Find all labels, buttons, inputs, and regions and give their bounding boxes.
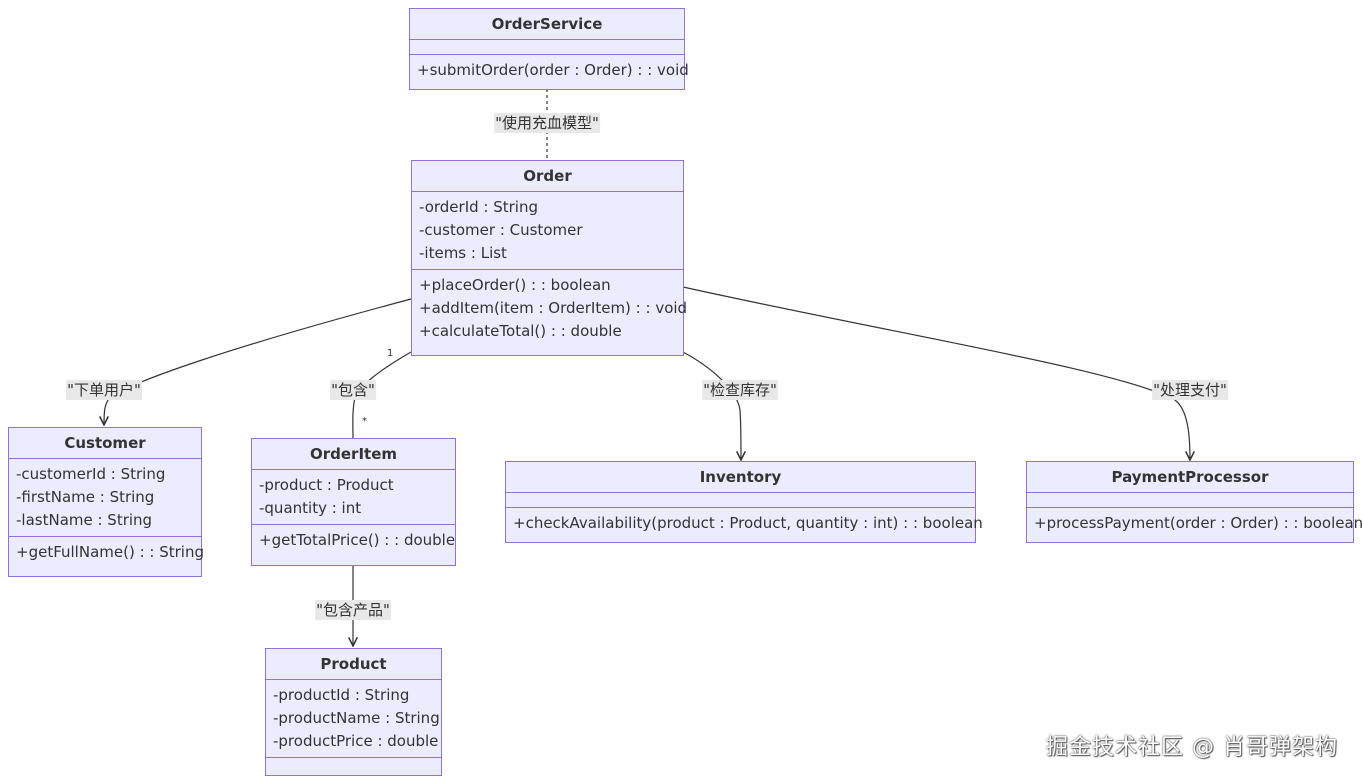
- method: +submitOrder(order : Order) : : void: [417, 61, 689, 79]
- attribute: -firstName : String: [16, 488, 155, 506]
- edge-process-payment: [682, 286, 1190, 460]
- method: +placeOrder() : : boolean: [419, 276, 611, 294]
- class-order-item[interactable]: OrderItem -product : Product -quantity :…: [251, 438, 456, 566]
- attribute: -orderId : String: [419, 198, 538, 216]
- class-name: Order: [523, 167, 572, 185]
- method: +getFullName() : : String: [16, 543, 204, 561]
- multiplicity-one: 1: [387, 348, 394, 359]
- attributes-section: -productId : String -productName : Strin…: [266, 679, 441, 757]
- methods-section: +submitOrder(order : Order) : : void: [410, 54, 689, 86]
- edge-check-inventory: [682, 351, 741, 460]
- attribute: -productName : String: [273, 709, 440, 727]
- attributes-section: [410, 39, 684, 54]
- class-name: OrderService: [491, 15, 603, 33]
- methods-section: +checkAvailability(product : Product, qu…: [506, 507, 983, 539]
- methods-section: +getFullName() : : String: [9, 536, 204, 568]
- attribute: -quantity : int: [259, 499, 362, 517]
- attributes-section: -product : Product -quantity : int: [252, 469, 455, 524]
- attributes-section: [1027, 492, 1353, 507]
- method: +calculateTotal() : : double: [419, 322, 622, 340]
- attributes-section: -customerId : String -firstName : String…: [9, 458, 201, 536]
- edge-label-uses: "使用充血模型": [494, 113, 600, 133]
- edge-places: [104, 298, 412, 425]
- class-name: OrderItem: [309, 445, 397, 463]
- edge-label-check-inventory: "检查库存": [702, 380, 778, 400]
- attributes-section: -orderId : String -customer : Customer -…: [412, 191, 683, 269]
- class-name: Customer: [64, 434, 146, 452]
- method: +addItem(item : OrderItem) : : void: [419, 299, 688, 317]
- edge-label-places: "下单用户": [66, 380, 142, 400]
- edge-label-contains: "包含": [330, 380, 376, 400]
- attribute: -items : List: [419, 244, 507, 262]
- class-customer[interactable]: Customer -customerId : String -firstName…: [8, 427, 204, 577]
- method: +getTotalPrice() : : double: [259, 531, 456, 549]
- attribute: -customer : Customer: [419, 221, 583, 239]
- methods-section: +processPayment(order : Order) : : boole…: [1027, 507, 1362, 539]
- class-name: Product: [320, 655, 387, 673]
- class-inventory[interactable]: Inventory +checkAvailability(product : P…: [505, 461, 983, 543]
- class-product[interactable]: Product -productId : String -productName…: [265, 648, 442, 776]
- attribute: -productId : String: [273, 686, 410, 704]
- attribute: -lastName : String: [16, 511, 153, 529]
- edge-label-contains-product: "包含产品": [315, 600, 391, 620]
- attribute: -productPrice : double: [273, 732, 439, 750]
- attribute: -customerId : String: [16, 465, 166, 483]
- class-order[interactable]: Order -orderId : String -customer : Cust…: [411, 160, 688, 356]
- edge-label-process-payment: "处理支付": [1152, 380, 1228, 400]
- method: +checkAvailability(product : Product, qu…: [513, 514, 983, 532]
- watermark: 掘金技术社区 @ 肖哥弹架构: [1046, 735, 1338, 760]
- class-payment-processor[interactable]: PaymentProcessor +processPayment(order :…: [1026, 461, 1362, 543]
- class-order-service[interactable]: OrderService +submitOrder(order : Order)…: [409, 8, 689, 90]
- multiplicity-many: *: [362, 416, 367, 427]
- attribute: -product : Product: [259, 476, 394, 494]
- class-name: PaymentProcessor: [1111, 468, 1269, 486]
- methods-section: +getTotalPrice() : : double: [252, 524, 455, 556]
- method: +processPayment(order : Order) : : boole…: [1034, 514, 1362, 532]
- methods-section: +placeOrder() : : boolean +addItem(item …: [412, 269, 688, 347]
- class-name: Inventory: [699, 468, 782, 486]
- methods-section: [266, 757, 441, 772]
- attributes-section: [506, 492, 975, 507]
